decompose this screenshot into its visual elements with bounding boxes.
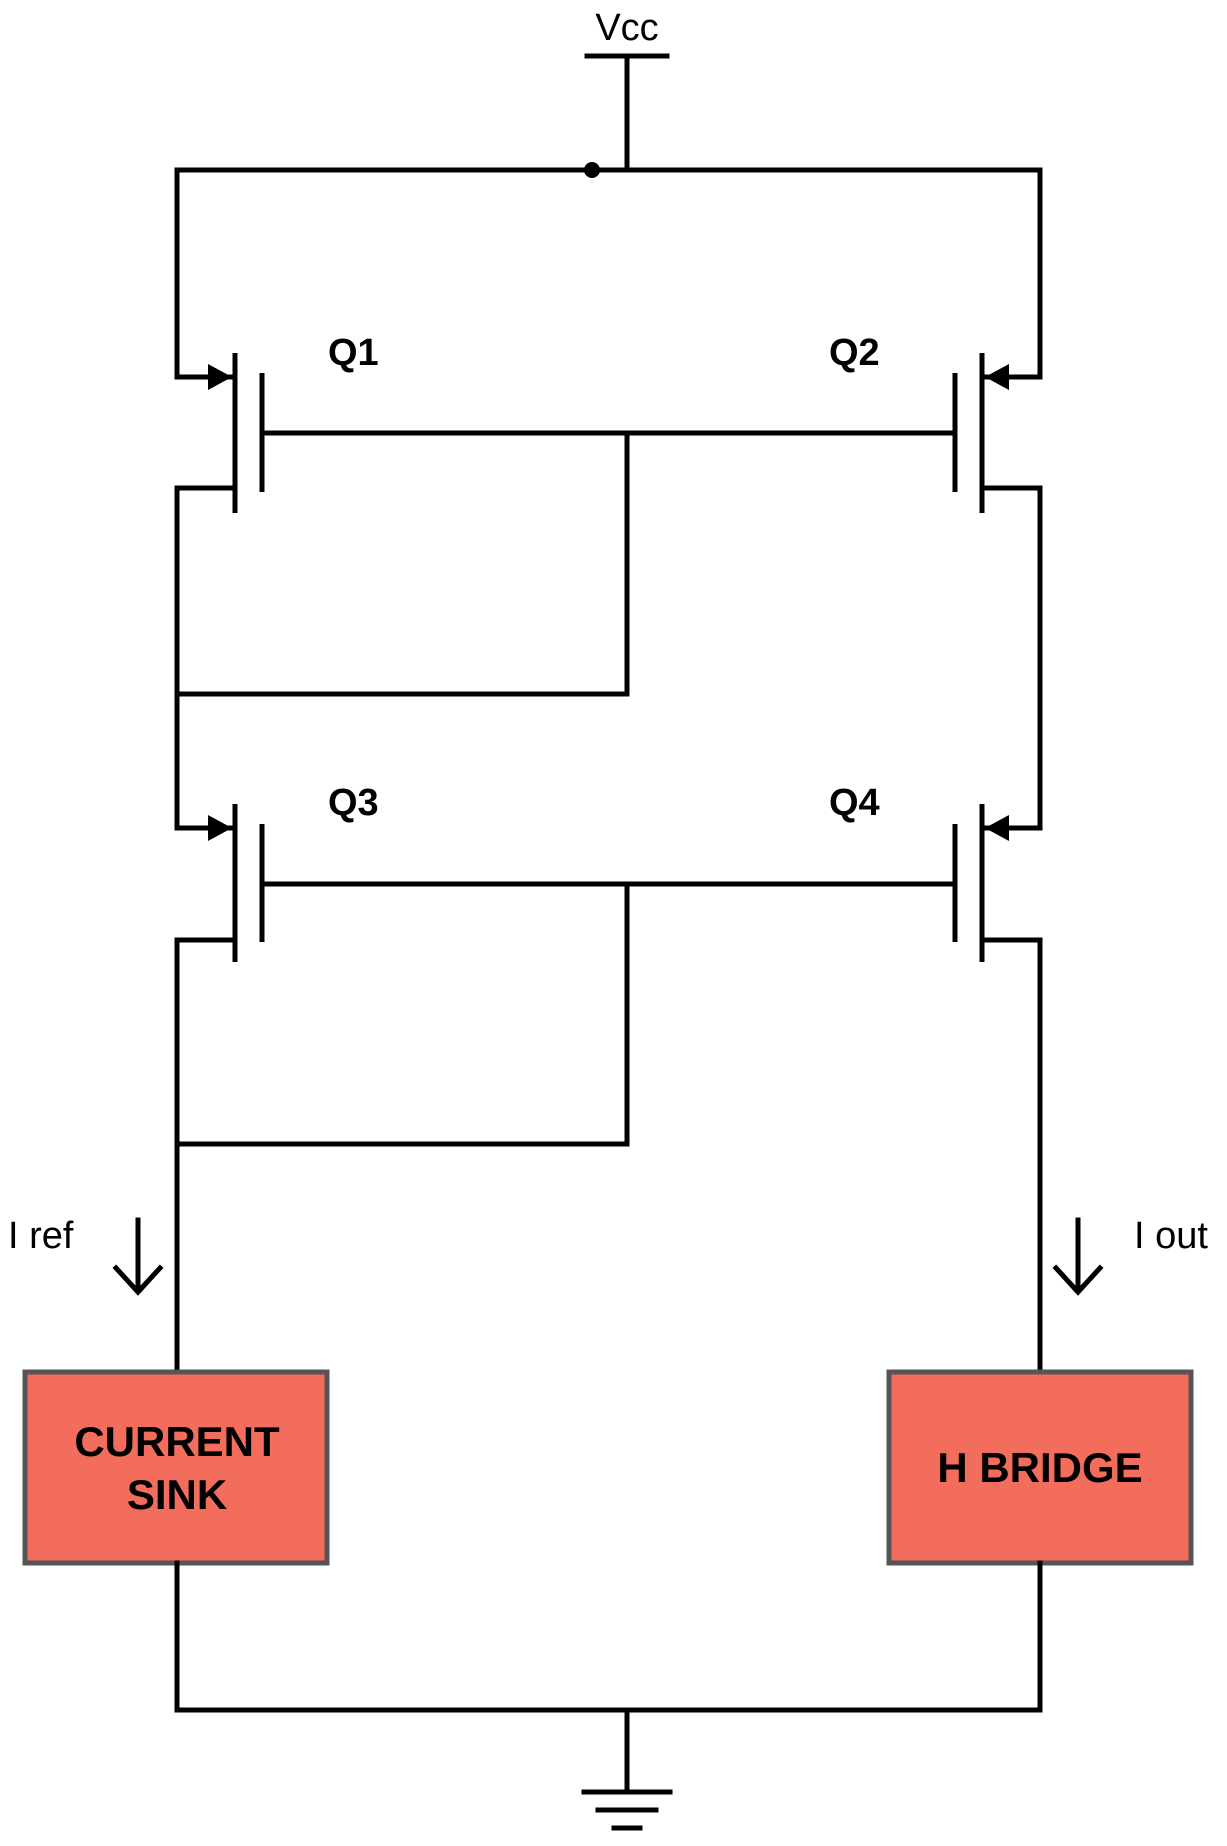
current-sink-line-2: SINK (127, 1471, 227, 1518)
iref-indicator: I ref (8, 1215, 164, 1296)
vcc-label: Vcc (595, 7, 658, 49)
q3-diode-connection (174, 881, 1043, 1375)
q1-diode-connection (174, 430, 630, 831)
q3-label: Q3 (328, 782, 379, 824)
iout-label: I out (1134, 1215, 1208, 1257)
transistor-q1: Q1 (174, 332, 630, 513)
transistor-q3: Q3 (174, 782, 630, 962)
transistor-q2: Q2 (624, 332, 1043, 513)
ground-icon (581, 1789, 673, 1831)
q4-label: Q4 (829, 782, 880, 824)
q1-label: Q1 (328, 332, 379, 374)
current-sink-block: CURRENT SINK (22, 1369, 330, 1566)
source-arrow-icon (208, 815, 232, 841)
iout-indicator: I out (1052, 1215, 1208, 1296)
q2-label: Q2 (829, 332, 880, 374)
bottom-rail (174, 1560, 1043, 1795)
h-bridge-block: H BRIDGE (886, 1369, 1194, 1566)
current-sink-line-1: CURRENT (74, 1418, 280, 1465)
source-arrow-icon (985, 815, 1009, 841)
iref-label: I ref (8, 1215, 74, 1257)
h-bridge-label: H BRIDGE (937, 1444, 1142, 1491)
source-arrow-icon (985, 364, 1009, 390)
current-sink-box (22, 1369, 330, 1566)
transistor-q4: Q4 (624, 782, 1043, 962)
source-arrow-icon (208, 364, 232, 390)
top-rail (174, 167, 1043, 380)
vcc-supply: Vcc (584, 7, 670, 178)
